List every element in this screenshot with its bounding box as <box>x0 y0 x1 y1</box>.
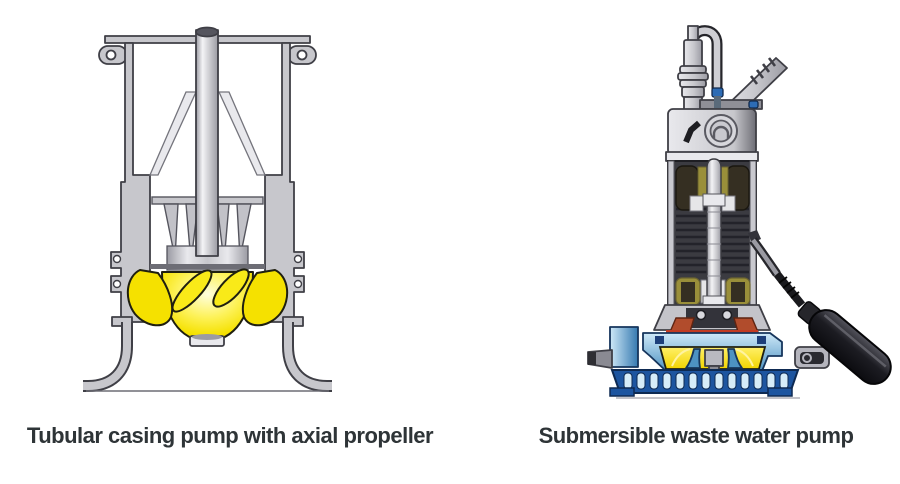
cable-gland <box>677 25 709 112</box>
bell-mouth-leg-right <box>282 316 332 392</box>
impeller-nut <box>704 349 724 367</box>
volute-bolt-left <box>655 336 664 344</box>
float-switch-cable <box>748 230 806 308</box>
internal-cable-conduit <box>683 120 701 144</box>
figure-tubular-casing-pump: Tubular casing pump with axial propeller <box>26 26 434 448</box>
diffuser-cone <box>149 91 266 176</box>
float-switch <box>797 301 892 385</box>
axial-propeller <box>126 268 289 342</box>
foot-right <box>767 387 793 397</box>
casing-wall-right <box>264 42 305 323</box>
submersible-pump-illustration <box>587 25 892 399</box>
motor-housing <box>665 108 759 162</box>
mounting-lug-left <box>98 45 128 65</box>
inspection-seal <box>704 114 738 148</box>
figure-submersible-pump: Submersible waste water pump <box>460 0 900 484</box>
propeller-cap <box>189 334 225 347</box>
mounting-lug-right <box>287 45 317 65</box>
volute-bolt-right <box>757 336 766 344</box>
foot-left <box>609 387 635 397</box>
volute-casing <box>642 332 783 373</box>
pump-shaft <box>195 26 219 257</box>
caption-submersible-pump: Submersible waste water pump <box>538 423 854 448</box>
flange-bolt-holes <box>112 254 303 289</box>
cable-holder-bracket <box>794 346 830 369</box>
bearing-seal-section <box>653 304 771 334</box>
caption-tubular-casing-pump: Tubular casing pump with axial propeller <box>26 423 434 448</box>
suction-strainer <box>587 349 800 399</box>
discharge-connection <box>609 326 639 368</box>
casing-wall-left <box>110 42 151 323</box>
bell-mouth-leg-left <box>83 316 133 392</box>
blue-bolt-plate <box>748 100 759 109</box>
tubular-casing-pump-illustration <box>83 26 332 392</box>
blue-bolt-cable <box>711 87 724 98</box>
